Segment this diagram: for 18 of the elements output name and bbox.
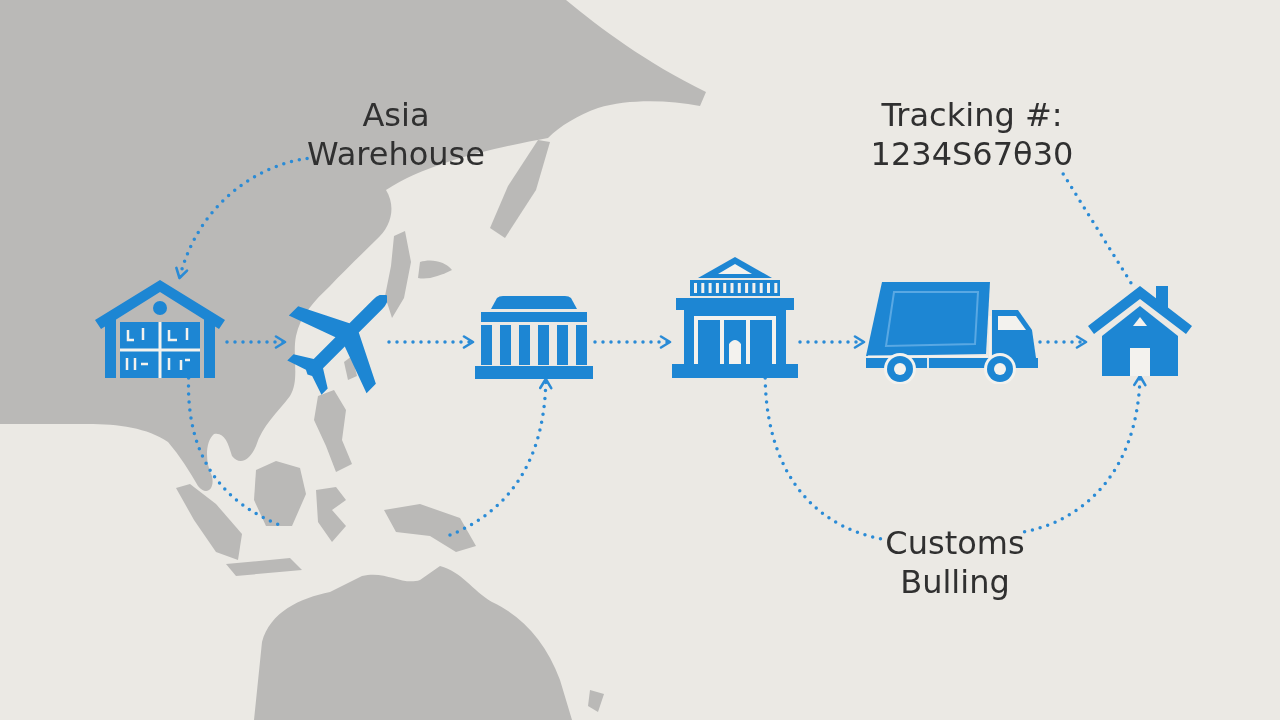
tracking-number-label: Tracking #: 1234S67θ30 [870, 96, 1074, 174]
dotted-arrow [175, 156, 309, 280]
dotted-arrow [448, 377, 553, 537]
dotted-line [1061, 172, 1134, 286]
dotted-arrow [798, 335, 866, 349]
dotted-arrow [1022, 374, 1147, 534]
dotted-arrow [593, 335, 672, 349]
airplane-icon [287, 295, 387, 395]
house-icon [1088, 284, 1192, 376]
place-label: Asia Warehouse [307, 96, 485, 174]
dotted-arrow [225, 335, 287, 349]
dotted-arrow [1038, 335, 1088, 349]
truck-icon [866, 280, 1038, 384]
dotted-arrow [387, 335, 475, 349]
warehouse-icon [95, 278, 225, 378]
step-label: Customs Bulling [885, 524, 1025, 602]
building-icon [672, 256, 798, 378]
columned-building-icon [475, 295, 593, 379]
